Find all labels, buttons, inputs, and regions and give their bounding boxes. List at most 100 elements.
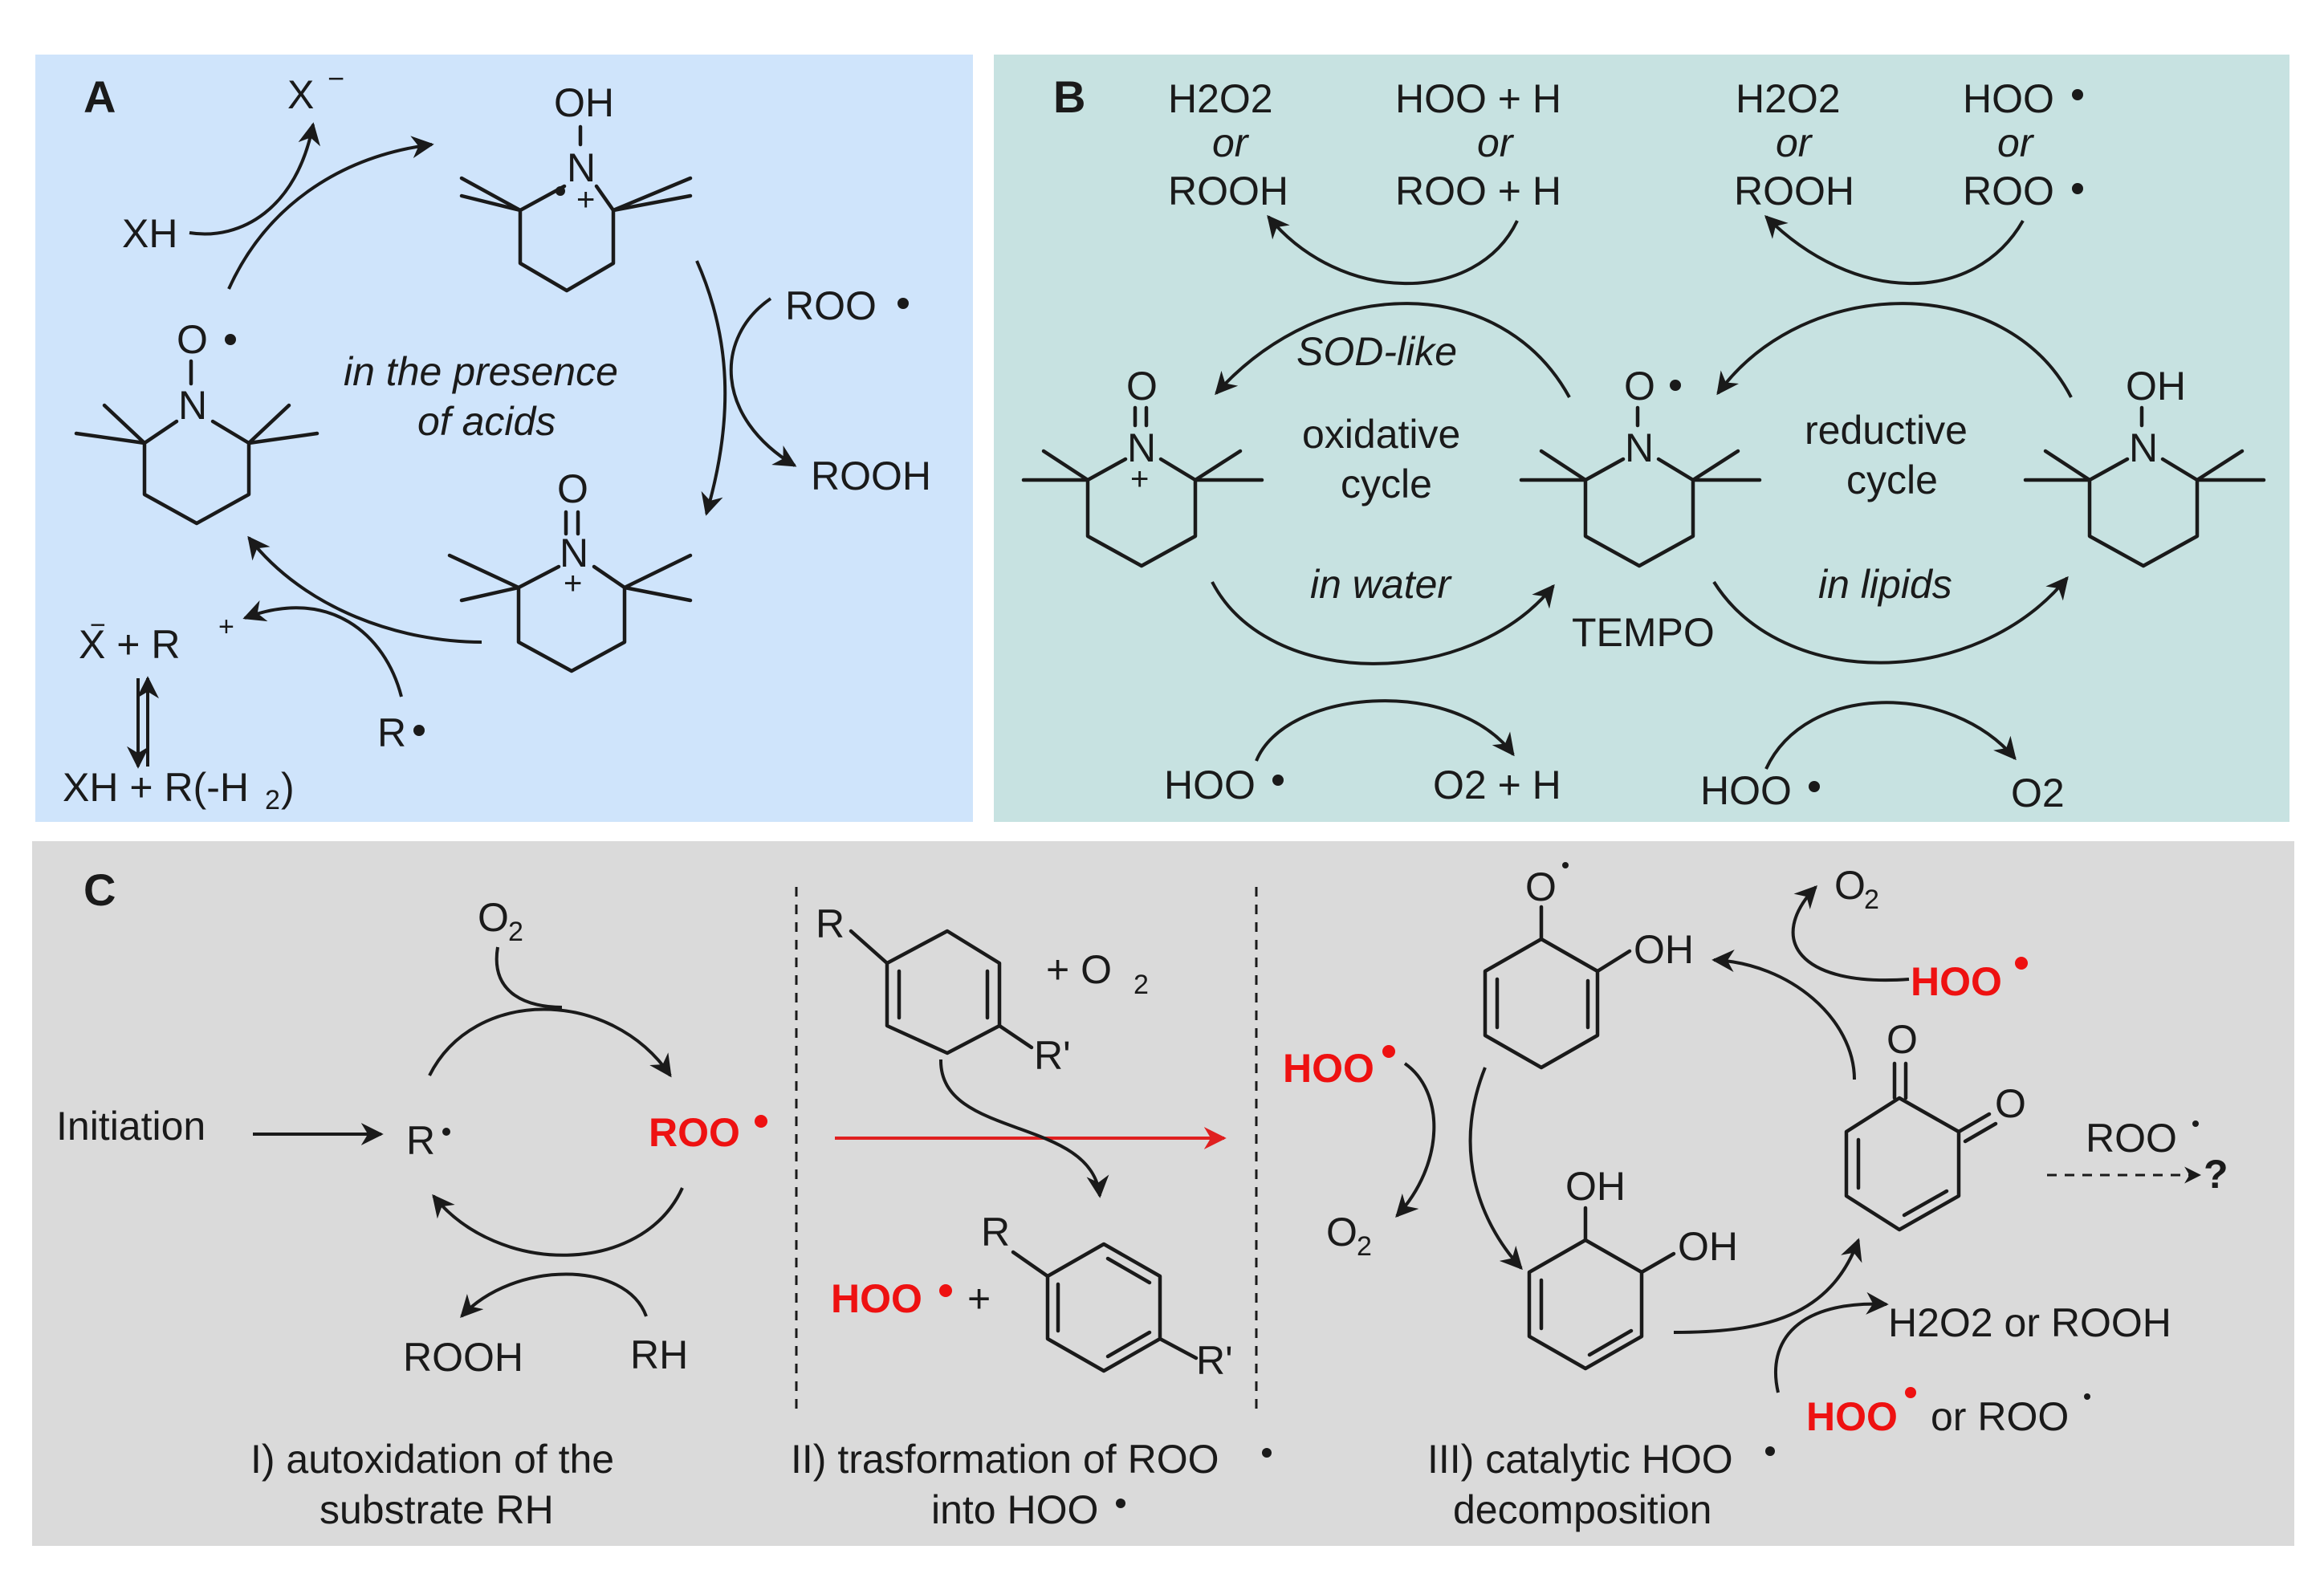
panel-c: C Initiation R ROO O 2 ROOH RH I) autoxi… — [56, 862, 2228, 1532]
svg-text:+: + — [564, 566, 582, 601]
b-bottom-o2-h: O2 + H — [1433, 763, 1561, 807]
svg-text:−: − — [90, 610, 106, 641]
svg-text:O: O — [1126, 364, 1158, 409]
c-o-label-2: O — [1995, 1081, 2026, 1126]
svg-text:2: 2 — [508, 917, 523, 947]
in-water-label: in water — [1310, 562, 1452, 607]
oxidative-line2: cycle — [1341, 462, 1432, 506]
c-question: ? — [2204, 1152, 2228, 1197]
hydroxylamine-radical-cation: OH N + — [459, 80, 693, 293]
c-roo-dot-label: ROO — [649, 1110, 740, 1155]
caption-1-line2: substrate RH — [319, 1487, 554, 1532]
caption-2-line1: II) trasformation of ROO — [791, 1437, 1219, 1482]
c-plus-o2: + O — [1046, 947, 1112, 992]
oxidative-line1: oxidative — [1302, 412, 1460, 457]
svg-text:2: 2 — [1864, 885, 1879, 915]
svg-text:+: + — [1130, 462, 1149, 497]
b-tempo: O N — [1519, 364, 1762, 568]
o-label: O — [177, 317, 208, 362]
c-r-prime-label-2: R' — [1196, 1338, 1233, 1383]
b-top-r2-or: or — [1997, 120, 2035, 165]
svg-text:−: − — [328, 62, 344, 95]
center-text-line2: of acids — [417, 399, 556, 444]
x-plus-r-label: X + R — [79, 622, 180, 667]
c-o2-left: O — [1326, 1210, 1357, 1255]
svg-text:N: N — [1625, 425, 1654, 470]
c-h2o2-rooh: H2O2 or ROOH — [1888, 1300, 2171, 1345]
c-r-dot-label: R — [406, 1118, 435, 1163]
c-oh-label-1: OH — [1634, 927, 1694, 972]
svg-text:+: + — [218, 612, 234, 642]
c-oh-label-3: OH — [1678, 1224, 1738, 1269]
c-rooh-label: ROOH — [403, 1335, 523, 1380]
svg-text:2: 2 — [1134, 970, 1149, 1000]
b-top-left-or: or — [1212, 120, 1250, 165]
tempo-label: TEMPO — [1572, 610, 1715, 655]
c-rh-label: RH — [630, 1332, 688, 1377]
panel-c-background — [32, 841, 2294, 1546]
b-top-mid-roo: ROO + H — [1395, 169, 1561, 214]
b-top-left-rooh: ROOH — [1168, 169, 1288, 214]
tempo-left: O N — [74, 317, 319, 526]
xh-r-h2-label: XH + R(-H — [63, 765, 249, 810]
panel-c-letter: C — [83, 864, 116, 915]
oxoammonium: O N + — [447, 466, 693, 673]
caption-3-line2: decomposition — [1453, 1487, 1711, 1532]
panel-b: B H2O2 or ROOH HOO + H or ROO + H H2O2 o… — [1021, 71, 2266, 815]
svg-text:+: + — [576, 182, 595, 218]
caption-2-line2: into HOO — [931, 1487, 1098, 1532]
r-dot-label: R — [377, 710, 406, 755]
n-label-oxo: N — [560, 531, 588, 575]
b-top-r1-or: or — [1776, 120, 1813, 165]
b-bottom-o2: O2 — [2011, 771, 2065, 815]
o-label-oxo: O — [557, 466, 588, 511]
panel-a: A OH N + O N O — [63, 62, 931, 815]
c-roo-question: ROO — [2086, 1116, 2177, 1161]
o-quinone: O O — [1844, 1017, 2026, 1232]
arene: R R' — [981, 1210, 1233, 1383]
c-plus: + — [967, 1276, 991, 1321]
c-hoo-red-left: HOO — [1283, 1046, 1374, 1091]
c-oh-label-2: OH — [1565, 1164, 1626, 1209]
b-top-left-h2o2: H2O2 — [1168, 76, 1273, 121]
semiquinone: O OH — [1483, 862, 1694, 1070]
b-top-r2-roo: ROO — [1963, 169, 2054, 214]
b-top-r2-hoo: HOO — [1963, 76, 2054, 121]
sod-like-label: SOD-like — [1296, 329, 1457, 374]
b-bottom-hoo-2: HOO — [1700, 768, 1792, 813]
c-r-prime-label: R' — [1034, 1033, 1071, 1078]
reductive-line1: reductive — [1805, 408, 1968, 453]
b-hydroxylamine: OH N — [2023, 364, 2266, 568]
n-label: N — [567, 145, 596, 190]
reductive-line2: cycle — [1846, 458, 1938, 502]
xh-label: XH — [122, 211, 177, 256]
panel-a-background — [35, 55, 973, 822]
rooh-label: ROOH — [811, 453, 931, 498]
c-o2-top: O — [1834, 863, 1866, 908]
svg-text:N: N — [1127, 425, 1156, 470]
n-label-tempo: N — [178, 383, 207, 428]
svg-text:O: O — [1624, 364, 1655, 409]
c-o2-label: O — [478, 895, 509, 940]
cyclohexadiene: R R' — [816, 901, 1071, 1078]
oh-label: OH — [554, 80, 614, 125]
x-minus-label: X — [287, 72, 314, 117]
initiation-label: Initiation — [56, 1104, 206, 1149]
roo-label: ROO — [785, 283, 877, 328]
panel-a-letter: A — [83, 71, 116, 122]
b-top-mid-or: or — [1477, 120, 1515, 165]
caption-3-line1: III) catalytic HOO — [1427, 1437, 1733, 1482]
center-text-line1: in the presence — [344, 349, 618, 394]
svg-text:2: 2 — [265, 785, 280, 815]
b-oxoammonium: O N + — [1021, 364, 1264, 568]
b-oh-label: OH — [2126, 364, 2186, 409]
panel-b-letter: B — [1053, 71, 1085, 122]
b-top-r1-h2o2: H2O2 — [1736, 76, 1841, 121]
panel-b-background — [994, 55, 2289, 822]
svg-text:N: N — [2129, 425, 2158, 470]
svg-text:2: 2 — [1357, 1231, 1372, 1262]
caption-1-line1: I) autoxidation of the — [250, 1437, 614, 1482]
c-hoo-plus-red: HOO — [831, 1276, 922, 1321]
c-r-label-2: R — [981, 1210, 1010, 1255]
